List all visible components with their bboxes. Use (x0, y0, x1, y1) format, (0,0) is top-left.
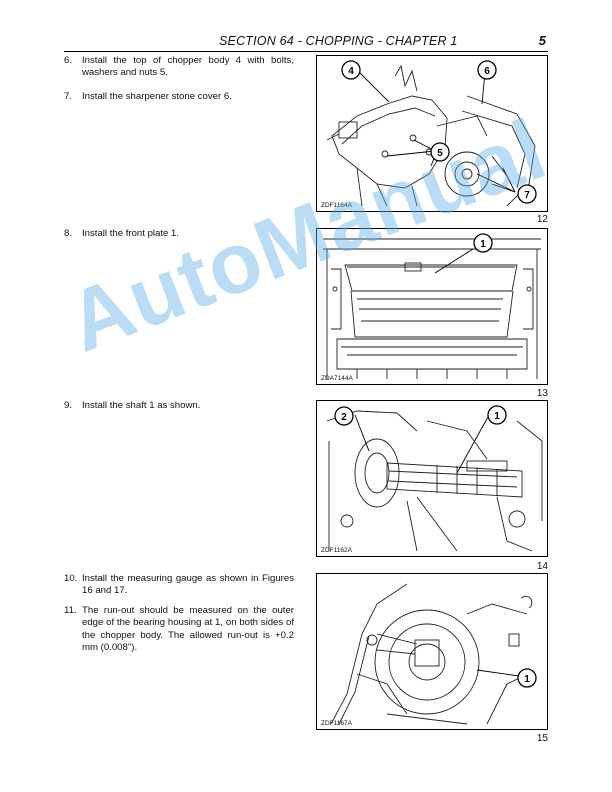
runout-gauge-drawing: 1 (330, 583, 537, 725)
step-6: 6. Install the top of chopper body 4 wit… (64, 55, 294, 80)
step-9: 9. Install the shaft 1 as shown. (64, 400, 294, 412)
step-7: 7. Install the sharpener stone cover 6. (64, 91, 294, 103)
step-number: 7. (64, 91, 73, 102)
figure-12-illustration: 4 6 5 7 ZDF1164A (316, 55, 548, 212)
callout-2: 2 (334, 406, 354, 426)
section-title: SECTION 64 - CHOPPING - CHAPTER 1 (219, 34, 458, 48)
svg-text:4: 4 (348, 66, 354, 77)
figure-code: ZDF1162A (321, 547, 352, 554)
callout-5: 5 (430, 142, 450, 162)
chopper-body-drawing: 4 6 5 7 (326, 60, 537, 207)
step-text: Install the measuring gauge as shown in … (82, 573, 294, 597)
page-number: 5 (538, 33, 546, 48)
front-plate-drawing: 1 (323, 233, 541, 379)
figure-code: ZDF1164A (321, 202, 352, 209)
svg-text:5: 5 (437, 148, 443, 159)
step-11: 11. The run-out should be measured on th… (64, 605, 294, 654)
step-text: Install the front plate 1. (82, 228, 180, 239)
step-number: 11. (64, 605, 77, 616)
figure-13-illustration: 1 ZDA7144A (316, 228, 548, 385)
step-text: The run-out should be measured on the ou… (82, 605, 294, 653)
step-number: 9. (64, 400, 73, 411)
shaft-installation-drawing: 2 1 (326, 405, 543, 552)
svg-text:2: 2 (341, 412, 347, 423)
svg-text:6: 6 (484, 66, 490, 77)
step-10: 10. Install the measuring gauge as shown… (64, 573, 294, 598)
svg-text:1: 1 (494, 411, 500, 422)
figure-14-illustration: 2 1 ZDF1162A (316, 400, 548, 557)
figure-number: 12 (536, 214, 548, 225)
svg-text:1: 1 (524, 674, 530, 685)
callout-1: 1 (517, 668, 537, 688)
callout-7: 7 (517, 184, 537, 204)
step-text: Install the shaft 1 as shown. (82, 400, 201, 411)
svg-text:7: 7 (524, 190, 530, 201)
step-number: 8. (64, 228, 73, 239)
figure-code: ZDA7144A (321, 375, 353, 382)
figure-number: 13 (536, 388, 548, 399)
callout-6: 6 (477, 60, 497, 80)
figure-number: 14 (536, 561, 548, 572)
callout-4: 4 (341, 60, 361, 80)
svg-text:1: 1 (480, 239, 486, 250)
page-header: SECTION 64 - CHOPPING - CHAPTER 1 5 (64, 33, 548, 52)
step-number: 6. (64, 55, 73, 66)
step-text: Install the sharpener stone cover 6. (82, 91, 232, 102)
callout-1: 1 (487, 405, 507, 425)
step-8: 8. Install the front plate 1. (64, 228, 294, 240)
figure-15-illustration: 1 ZDF1167A (316, 573, 548, 730)
figure-code: ZDF1167A (321, 720, 352, 727)
callout-1: 1 (473, 233, 493, 253)
figure-number: 15 (536, 733, 548, 744)
step-number: 10. (64, 573, 78, 584)
step-text: Install the top of chopper body 4 with b… (82, 55, 294, 79)
